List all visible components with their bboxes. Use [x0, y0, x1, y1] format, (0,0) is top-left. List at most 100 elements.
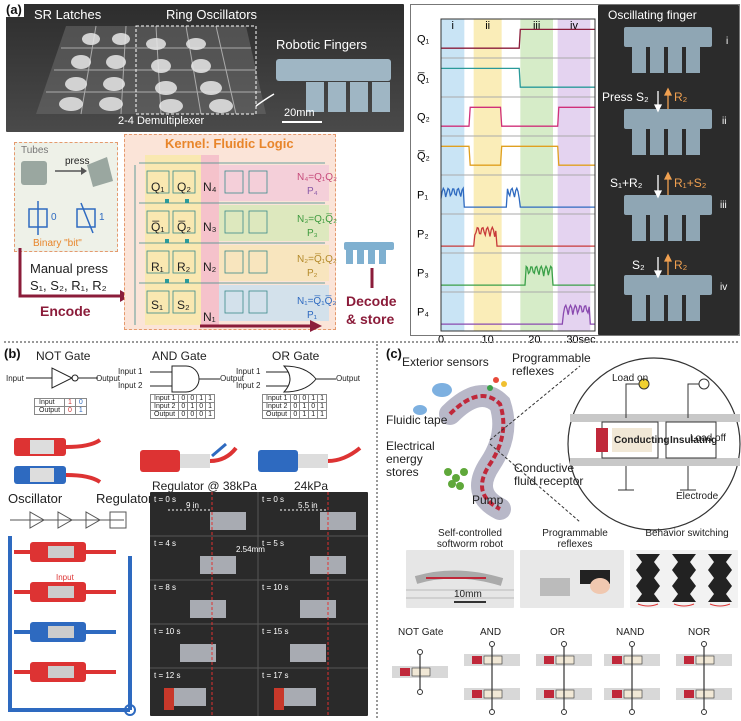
- x-tick-label: 0: [438, 334, 444, 346]
- tt-cell: 1: [74, 406, 87, 415]
- bit-drawing: [21, 157, 113, 235]
- output-eq-1: N₁=Q̅₁Q̅₂: [297, 296, 337, 307]
- tt-cell: 0: [308, 402, 319, 411]
- encode-arrow: [18, 248, 130, 302]
- not-gate-title: NOT Gate: [36, 349, 91, 363]
- series-line: [441, 106, 595, 127]
- kernel-grid: [134, 155, 329, 325]
- encode-label: Encode: [40, 303, 91, 319]
- tt-cell: Input 2: [149, 402, 180, 411]
- panel-a: SR Latches Ring Oscillators Robotic Fing…: [0, 0, 741, 346]
- time-right-2: t = 10 s: [262, 583, 289, 592]
- reflex-art: [540, 570, 610, 596]
- tt-cell: 1: [187, 402, 198, 411]
- tt-cell: 1: [64, 398, 76, 407]
- behavior-photo: [630, 550, 738, 608]
- grid-q1bar: Q̅₁: [151, 220, 165, 234]
- separator-horizontal: [4, 341, 738, 343]
- tt-cell: 1: [317, 410, 328, 419]
- fluidic-tape: Fluidic tape: [386, 413, 448, 427]
- grid-n4: N₄: [203, 180, 217, 194]
- tt-cell: 0: [290, 394, 301, 403]
- and-input2: Input 2: [118, 381, 143, 390]
- time-left-0: t = 0 s: [154, 495, 177, 504]
- finger-r1: R₂: [674, 90, 688, 104]
- tt-cell: 0: [187, 394, 198, 403]
- bit-box: Tubes press 0 1 Binary "bit": [14, 142, 118, 252]
- time-right-4: t = 17 s: [262, 671, 289, 680]
- scale-10mm: 10mm: [454, 589, 482, 600]
- grid-s2: S₂: [177, 298, 190, 312]
- oscillator-schematic: [8, 511, 136, 716]
- x-tick-label: 20: [528, 334, 540, 346]
- gate-label-or: OR: [550, 627, 565, 638]
- panel-c: (c) Exterior sensors Programmable reflex…: [380, 344, 741, 719]
- softworm-title: Self-controlled softworm robot: [436, 528, 504, 550]
- label-scale-20mm: 20mm: [284, 107, 315, 119]
- tt-cell: 0: [290, 402, 301, 411]
- finger-title: Oscillating finger: [608, 8, 697, 22]
- tt-cell: 1: [308, 410, 319, 419]
- time-left-1: t = 4 s: [154, 539, 177, 548]
- tt-cell: 1: [196, 394, 207, 403]
- finger-press2: S₁+R₂: [610, 176, 643, 190]
- series-line: [441, 225, 595, 247]
- series-line: [441, 67, 595, 88]
- not-input: Input: [6, 374, 24, 383]
- reflexes-title: Programmable reflexes: [542, 528, 608, 550]
- tt-cell: 0: [187, 410, 198, 419]
- row-label: Q̅₂: [417, 151, 430, 163]
- time-left-3: t = 10 s: [154, 627, 181, 636]
- time-right-1: t = 5 s: [262, 539, 285, 548]
- tt-cell: 1: [205, 402, 216, 411]
- tt-cell: Input: [33, 398, 66, 407]
- output-p-3: P₃: [307, 228, 318, 239]
- load-off: Load off: [690, 433, 726, 444]
- plot-frame: [440, 18, 596, 332]
- tt-cell: Output: [33, 406, 66, 415]
- row-label: Q̅₁: [417, 73, 430, 85]
- and-input1: Input 1: [118, 367, 143, 376]
- tt-cell: 0: [178, 410, 189, 419]
- grid-q1: Q₁: [151, 180, 165, 194]
- fluidic-gate: [464, 641, 520, 715]
- time-left-2: t = 8 s: [154, 583, 177, 592]
- time-right-3: t = 15 s: [262, 627, 289, 636]
- finger-press3: S₂: [632, 258, 645, 272]
- phase-label: ii: [485, 20, 490, 32]
- tt-cell: 0: [299, 394, 310, 403]
- output-eq-4: N₄=Q₁Q₂: [297, 172, 337, 183]
- row-label: P₄: [417, 307, 429, 319]
- cm-label: 2.54mm: [236, 545, 265, 554]
- fluidic-gates-row: [392, 641, 732, 715]
- kernel-arrow: [200, 320, 322, 332]
- grid-r1: R₁: [151, 260, 164, 274]
- or-output: Output: [336, 374, 361, 383]
- tt-cell: Output: [149, 410, 180, 419]
- finger-step-ii: ii: [722, 116, 727, 127]
- behavior-art: [636, 554, 732, 607]
- regulator-24-label: 24kPa: [294, 479, 329, 493]
- fluidic-gate: [604, 641, 660, 715]
- decode-device: [344, 242, 394, 288]
- finger-photos: Oscillating finger i ii iii iv Press S₂ …: [598, 5, 739, 335]
- grid-n2: N₂: [203, 260, 217, 274]
- gate-symbols: [26, 365, 336, 393]
- gecko-diagram: [413, 357, 741, 531]
- output-eq-3: N₃=Q₁Q̅₂: [297, 214, 337, 225]
- conducting-label: Conducting: [614, 435, 670, 446]
- photo-latches-oscillators: SR Latches Ring Oscillators Robotic Fing…: [6, 4, 404, 132]
- or-gate-title: OR Gate: [272, 349, 320, 363]
- x-tick-label: 10: [482, 334, 494, 346]
- panel-a-label: (a): [4, 2, 24, 17]
- grid-s1: S₁: [151, 298, 164, 312]
- electrical-energy: Electrical energy stores: [386, 439, 435, 480]
- time-left-4: t = 12 s: [154, 671, 181, 680]
- finger-step-iii: iii: [720, 200, 727, 211]
- bit-one: 1: [99, 212, 105, 223]
- tt-cell: 0: [196, 410, 207, 419]
- tt-cell: 1: [205, 410, 216, 419]
- gate-label-nor: NOR: [688, 627, 711, 638]
- dist-left: 9 in: [186, 501, 199, 510]
- time-right-0: t = 0 s: [262, 495, 285, 504]
